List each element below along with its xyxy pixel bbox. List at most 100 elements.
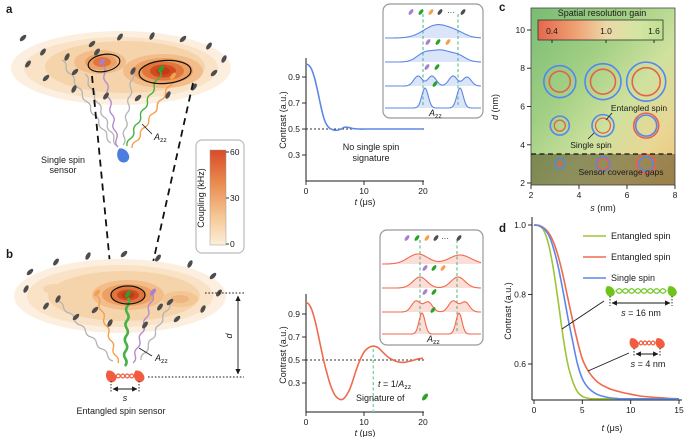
entangled-spin-resolution-circle [596,157,610,171]
spin-icon [119,249,129,259]
panel-a-plot: 0.9 0.7 0.5 0.3 0 10 20 Contrast (a.u.) … [278,58,428,207]
distribution-fill [382,300,481,312]
contrast-curves-d [533,224,680,400]
distribution-fill [385,88,481,108]
y-tick: 0.7 [288,332,300,342]
gain-colorbar [537,19,664,41]
coupling-wavy-line [84,73,118,147]
ellipsis: ··· [447,8,455,17]
coupling-gradient [209,149,227,246]
gain-tick: 1.6 [648,26,660,36]
single-sensor-icon [113,145,132,165]
s-16nm-label: s = 16 nm [621,308,661,318]
y-tick: 0.9 [288,309,300,319]
entangled-spin-resolution-circle [631,66,662,97]
panel-b-diagram: s Entangled spin sensor Azz d [14,249,244,416]
y-tick: 0.8 [514,290,526,300]
annotation: No single spin [343,142,400,152]
entangled-spin-resolution-circle [589,68,617,95]
y-axis-label: Contrast (a.u.) [278,326,288,384]
x-tick: 0 [304,417,309,427]
coupling-wavy-line [122,297,131,367]
entanglement-helix [115,373,135,379]
azz-pointer [141,123,153,135]
panel-label-a: a [6,4,13,16]
coupling-wavy-line [122,71,135,146]
x-tick: 10 [359,417,369,427]
azz-label-inset-b: Azz [426,334,440,346]
single-spin-resolution-circle [634,114,658,137]
y-tick: 2 [520,178,525,188]
annotation: signature [352,153,389,163]
distribution-fill [385,24,481,38]
inset-entangled-4nm: s = 4 nm [627,336,667,369]
panel-a-diagram: Single spin sensor Azz [11,31,231,175]
azz-label-inset-a: Azz [428,108,442,120]
legend-label: Entangled spin [611,231,671,241]
single-spin-resolution-circle [625,61,667,102]
inset-entangled-16nm: s = 16 nm [603,284,679,318]
x-tick: 2 [529,190,534,200]
helix-strand [115,373,135,379]
x-tick: 10 [626,405,636,415]
magnifier-cone-line [91,75,113,286]
distribution-curve [385,87,481,109]
gain-tick: 1.0 [600,26,612,36]
x-axis-label: t (μs) [602,423,623,433]
single-spin-sensor-label: sensor [49,165,76,175]
distribution-curve [382,253,482,265]
callout-line-red [587,352,630,372]
target-region-outline [138,59,192,85]
single-spin-resolution-circle [542,64,577,99]
contrast-curve [533,224,679,400]
y-tick: 0.3 [288,378,300,388]
x-axis-label: t (μs) [355,428,376,437]
magnifier-cone-line [147,82,194,286]
contrast-curve-single [305,63,423,132]
distribution-curve [385,24,481,39]
single-spin-callout: Single spin [570,140,612,150]
distribution-fill [382,313,481,334]
annotation-signature: Signature of [356,393,405,403]
x-tick: 6 [625,190,630,200]
x-axis-label: t (μs) [355,197,376,207]
coupling-wavy-line [132,294,155,364]
legend-label: Single spin [611,273,655,283]
entangled-spin-resolution-circle [557,161,563,167]
single-spin-sensor-label: Single spin [41,155,85,165]
distribution-curve [382,276,482,289]
distribution-curve [382,312,481,335]
panel-c-heatmap: Spatial resolution gain 0.4 1.0 1.6 2 4 … [490,7,678,213]
x-tick: 10 [359,186,369,196]
panel-b-inset: ··· Azz [379,229,484,346]
y-tick: 0.5 [288,124,300,134]
y-tick: 0.6 [514,359,526,369]
entangled-spin-resolution-circle [548,70,572,93]
target-spin-icon [420,392,430,402]
y-tick: 0.3 [288,150,300,160]
x-tick: 0 [304,186,309,196]
panel-a-inset: ··· Azz [382,3,484,120]
entangled-spin-sensor-label: Entangled spin sensor [76,406,165,416]
colorbar-tick: 0 [230,239,235,249]
entangled-spin-resolution-circle [553,119,566,132]
distribution-fill [382,277,481,288]
coverage-gaps-label: Sensor coverage gaps [578,167,663,177]
panel-label-b: b [6,249,13,261]
panel-b-plot: 0.9 0.7 0.5 0.3 0 10 20 Contrast (a.u.) … [278,294,430,437]
azz-pointer [138,347,153,357]
spin-icon [84,251,92,261]
y-axis-label: Contrast (a.u.) [503,282,513,340]
target-region-outline [110,285,146,305]
azz-label-b: Azz [154,353,168,365]
single-spin-resolution-circle [584,62,622,101]
panel-d-plot: 1.0 0.8 0.6 0 5 10 15 Contrast (a.u.) t … [503,217,684,433]
y-tick: 4 [520,140,525,150]
y-tick: 0.9 [288,72,300,82]
s-4nm-label: s = 4 nm [631,359,666,369]
coupling-wavy-line [57,300,114,362]
annotation-revival: t = 1/Azz [378,379,412,391]
x-tick: 15 [674,405,684,415]
single-spin-resolution-circle [591,113,615,138]
